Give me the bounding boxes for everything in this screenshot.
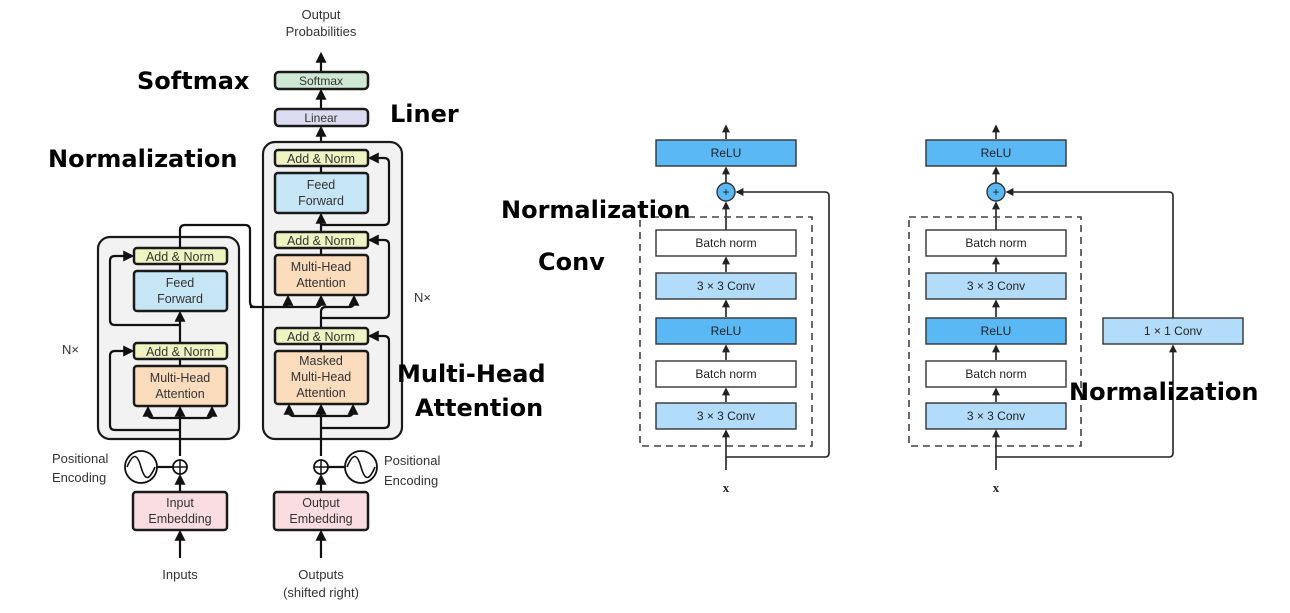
- block2-relu-top-label: ReLU: [981, 146, 1012, 160]
- annotation-liner: Liner: [390, 100, 459, 128]
- output-probabilities-label-2: Probabilities: [286, 24, 357, 39]
- block2-input-label: x: [993, 480, 1000, 495]
- block1-batchnorm-1-label: Batch norm: [695, 236, 756, 250]
- encoder-repeat-label: N×: [62, 342, 79, 357]
- block2-dashed-group: [908, 216, 1082, 447]
- block1-batchnorm-2: [655, 360, 797, 388]
- linear-box-label: Linear: [304, 111, 337, 125]
- encoder-mha-key-arrow: [142, 405, 180, 420]
- sine-path: [126, 455, 156, 479]
- encoder-mha-value-arrow: [180, 405, 218, 420]
- block2-conv-1-label: 3 × 3 Conv: [967, 279, 1025, 293]
- decoder-repeat-label: N×: [414, 290, 431, 305]
- block2-shortcut-conv: [1102, 317, 1244, 345]
- encoder-ff-residual: [108, 250, 180, 327]
- output-embedding-label-2: Embedding: [289, 512, 352, 526]
- block1-relu-top-label: ReLU: [711, 146, 742, 160]
- decoder-masked-label-1: Masked: [299, 354, 343, 368]
- decoder-masked-query-arrow: [321, 403, 359, 418]
- input-embedding-label-2: Embedding: [148, 512, 211, 526]
- encoder-mha-label-2: Attention: [155, 387, 204, 401]
- inputs-label: Inputs: [162, 567, 198, 582]
- decoder-masked-key-arrow: [283, 403, 321, 418]
- encoder-block: [96, 235, 241, 441]
- block2-relu-inner: [925, 317, 1067, 345]
- block1-batchnorm-2-label: Batch norm: [695, 367, 756, 381]
- annotation-normalization-right: Normalization: [1069, 378, 1259, 406]
- annotation-multihead-1: Multi-Head: [397, 360, 546, 388]
- block1-relu-inner-label: ReLU: [711, 324, 742, 338]
- block2-shortcut-out: [1005, 188, 1174, 318]
- block1-conv-2-label: 3 × 3 Conv: [697, 409, 755, 423]
- encoder-ff-label-2: Forward: [157, 292, 203, 306]
- decoder-feed-forward-label-2: Forward: [298, 194, 344, 208]
- transformer-diagram: Output Probabilities Softmax Linear Add …: [52, 7, 440, 600]
- block2-conv-2-label: 3 × 3 Conv: [967, 409, 1025, 423]
- decoder-mha-query-arrow: [319, 294, 360, 328]
- decoder-masked-residual: [321, 330, 391, 430]
- decoder-masked-label-2: Multi-Head: [291, 370, 351, 384]
- block2-relu-top: [925, 139, 1067, 167]
- decoder-ff-residual: [321, 152, 391, 227]
- decoder-mha-value-arrow: [283, 294, 327, 309]
- input-embedding-label-1: Input: [166, 496, 194, 510]
- encoder-ff-label-1: Feed: [166, 276, 195, 290]
- encoder-mha-residual: [108, 345, 180, 432]
- softmax-box-label: Softmax: [299, 74, 343, 88]
- positional-encoding-left-label-2: Encoding: [52, 470, 106, 485]
- block2-shortcut-in: [996, 344, 1177, 458]
- block2-conv-2: [925, 402, 1067, 430]
- block1-add-icon: [716, 182, 736, 202]
- block1-conv-2: [655, 402, 797, 430]
- block1-skip-connection: [726, 188, 830, 458]
- block1-plus-label: +: [722, 185, 729, 199]
- encoder-add-norm-top-label: Add & Norm: [146, 250, 214, 264]
- decoder-mha-label-2: Attention: [296, 276, 345, 290]
- outputs-label-2: (shifted right): [283, 585, 359, 600]
- block1-batchnorm-1: [655, 229, 797, 257]
- positional-encoding-right-label-2: Encoding: [384, 473, 438, 488]
- block2-batchnorm-2-label: Batch norm: [965, 367, 1026, 381]
- decoder-mha-label-1: Multi-Head: [291, 260, 351, 274]
- block2-plus-label: +: [992, 185, 999, 199]
- decoder-feed-forward-label-1: Feed: [307, 178, 336, 192]
- block1-conv-1-label: 3 × 3 Conv: [697, 279, 755, 293]
- output-probabilities-label: Output: [301, 7, 340, 22]
- block1-input-label: x: [723, 480, 730, 495]
- sine-path: [346, 455, 376, 479]
- resnet-block-projection: ReLU + Batch norm 3 × 3 Conv ReLU Batch …: [908, 124, 1244, 495]
- annotation-overlay: Softmax Liner Normalization Multi-Head A…: [48, 67, 1259, 422]
- resnet-block-identity: ReLU + Batch norm 3 × 3 Conv ReLU Batch …: [639, 124, 830, 495]
- encoder-to-decoder-connection: [178, 223, 256, 309]
- annotation-softmax: Softmax: [137, 67, 250, 95]
- block1-relu-inner: [655, 317, 797, 345]
- decoder-masked-label-3: Attention: [296, 386, 345, 400]
- block2-batchnorm-1: [925, 229, 1067, 257]
- block2-relu-inner-label: ReLU: [981, 324, 1012, 338]
- annotation-normalization-mid: Normalization: [501, 196, 691, 224]
- block2-batchnorm-1-label: Batch norm: [965, 236, 1026, 250]
- decoder-add-norm-top-label: Add & Norm: [287, 152, 355, 166]
- annotation-multihead-2: Attention: [415, 394, 543, 422]
- block2-conv-1: [925, 272, 1067, 300]
- block2-batchnorm-2: [925, 360, 1067, 388]
- encoder-mha-label-1: Multi-Head: [150, 371, 210, 385]
- decoder-add-norm-bottom-label: Add & Norm: [287, 330, 355, 344]
- positional-encoding-left-label-1: Positional: [52, 451, 108, 466]
- block2-add-icon: [986, 182, 1006, 202]
- block1-relu-top: [655, 139, 797, 167]
- block2-shortcut-conv-label: 1 × 1 Conv: [1144, 324, 1202, 338]
- encoder-add-norm-bottom-label: Add & Norm: [146, 345, 214, 359]
- decoder-add-norm-mid-label: Add & Norm: [287, 234, 355, 248]
- annotation-conv: Conv: [538, 248, 605, 276]
- block1-conv-1: [655, 272, 797, 300]
- positional-encoding-right-label-1: Positional: [384, 453, 440, 468]
- annotation-normalization-left: Normalization: [48, 145, 238, 173]
- decoder-mha-residual: [321, 234, 391, 320]
- output-embedding-label-1: Output: [302, 496, 340, 510]
- outputs-label-1: Outputs: [298, 567, 344, 582]
